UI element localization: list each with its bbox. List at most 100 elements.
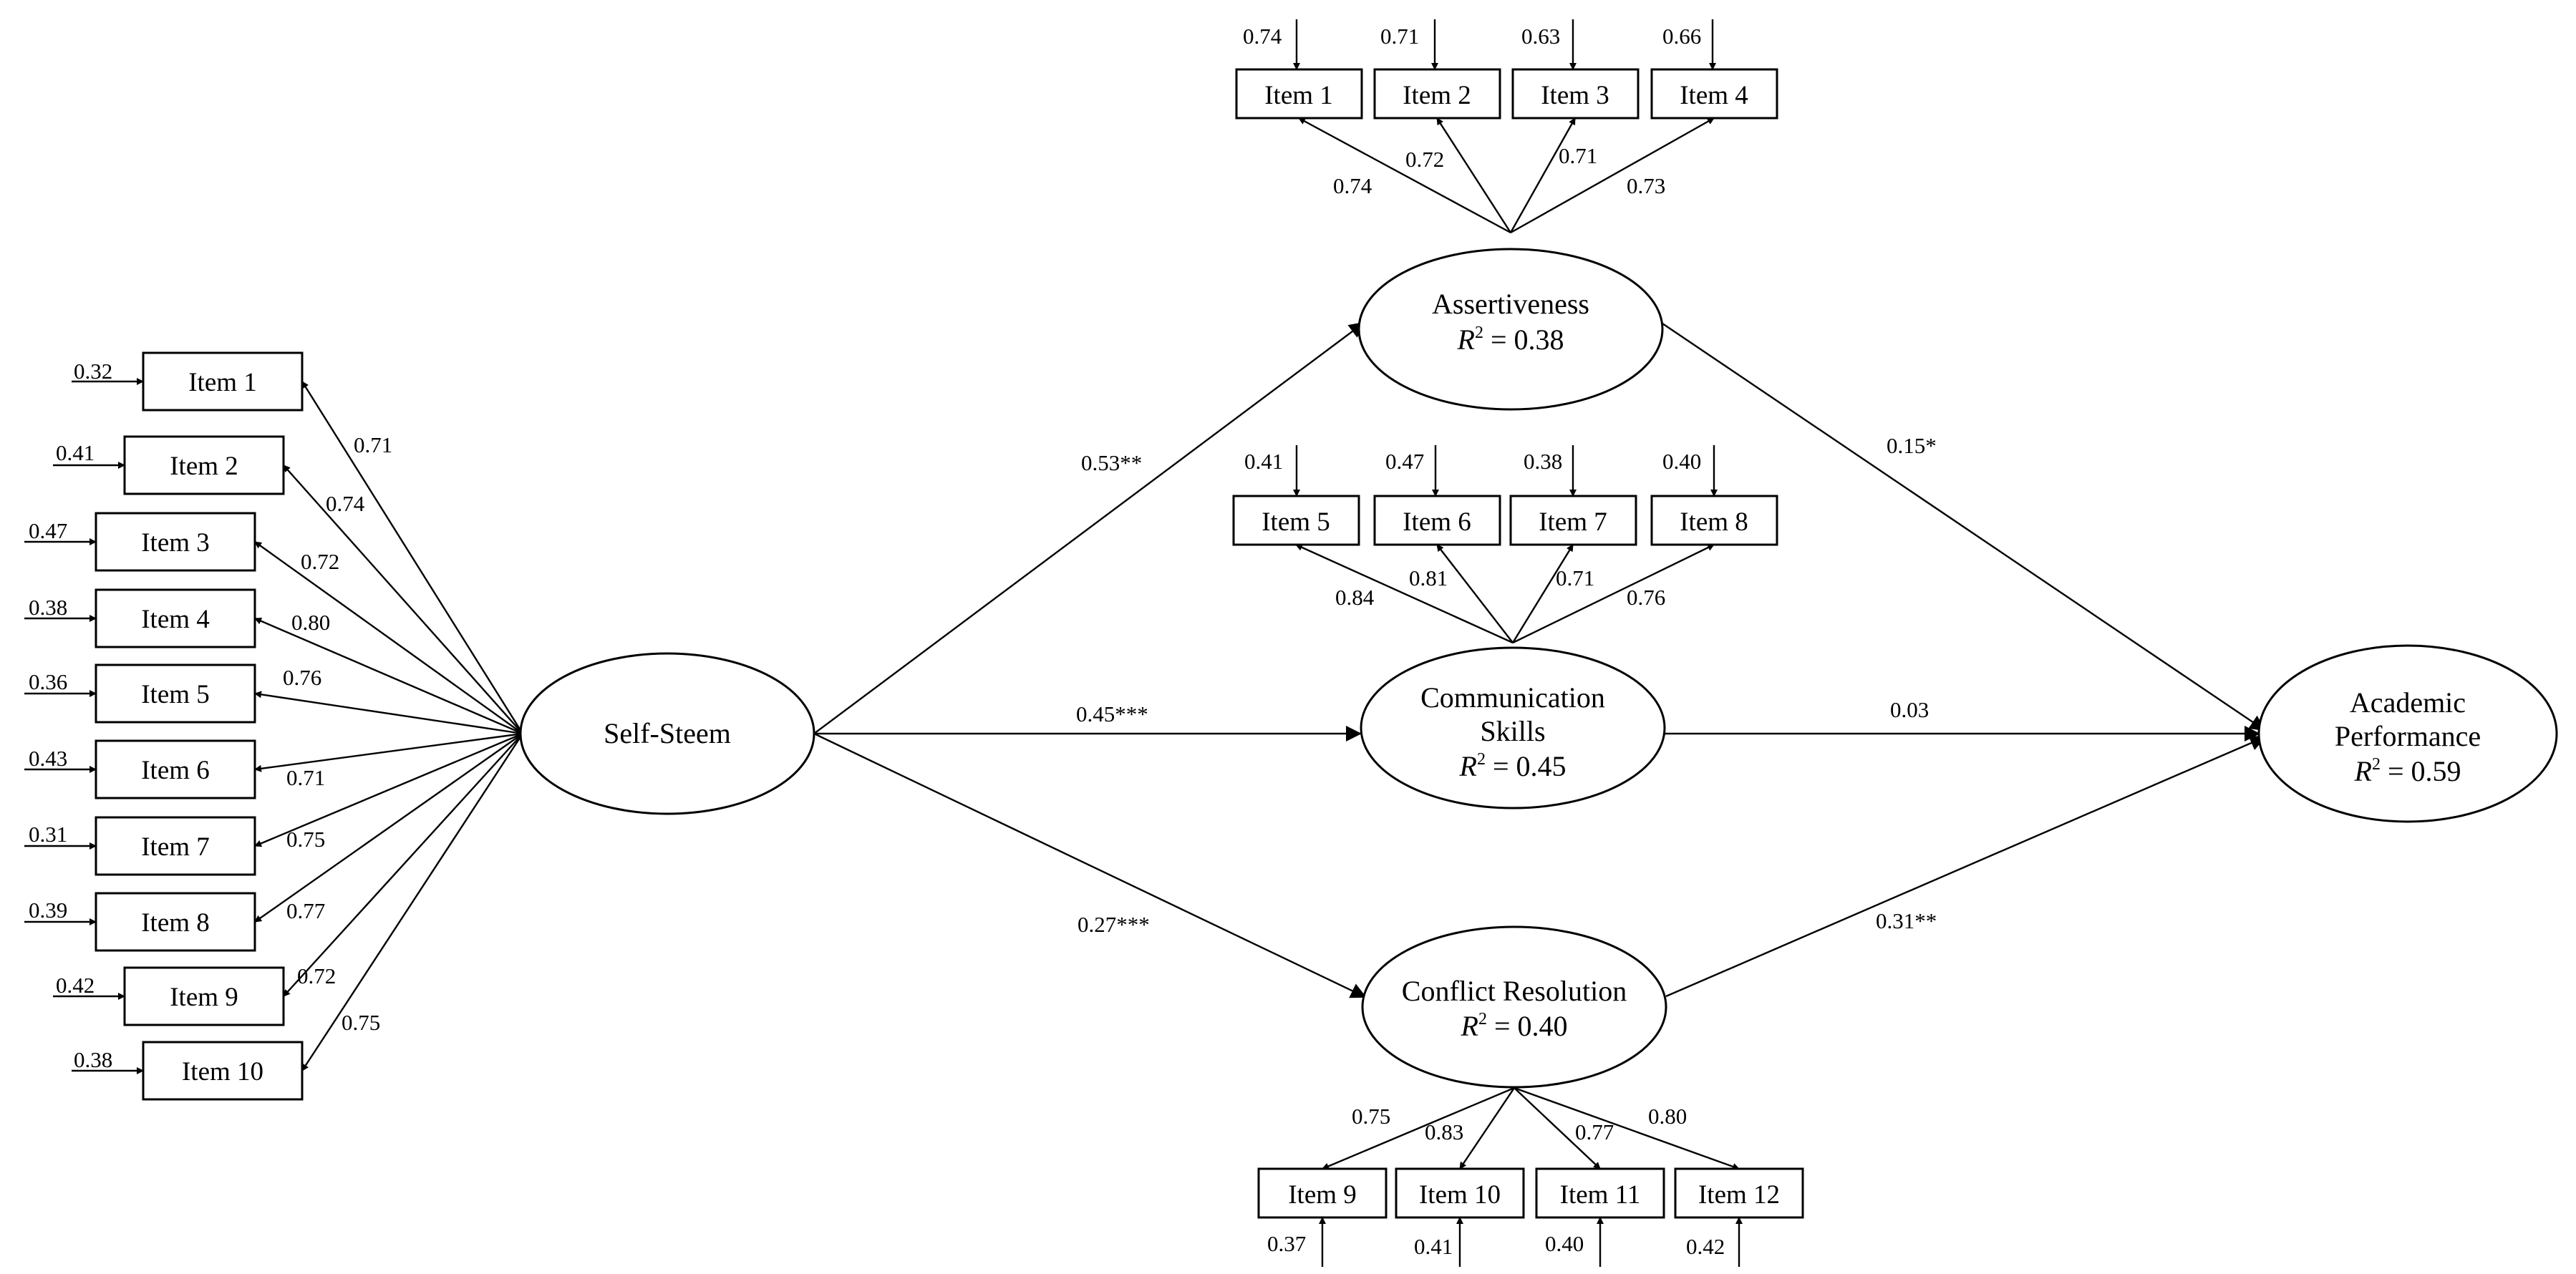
loading-arrow xyxy=(1514,1087,1601,1170)
item-label: Item 9 xyxy=(1288,1180,1357,1210)
item-box xyxy=(1235,68,1363,120)
loading-arrow xyxy=(301,733,524,1071)
academic-label-line1: Academic xyxy=(2350,686,2466,719)
error-variance: 0.32 xyxy=(74,359,112,384)
error-variance: 0.74 xyxy=(1243,24,1282,49)
loading-arrow xyxy=(283,733,523,997)
item-box xyxy=(1373,495,1501,546)
path-se-assertiveness: 0.53** xyxy=(1081,450,1142,475)
error-variance: 0.42 xyxy=(56,973,95,998)
error-variance: 0.37 xyxy=(1267,1231,1306,1256)
loading-arrow xyxy=(1510,117,1715,234)
communication-label-line2: Skills xyxy=(1480,715,1545,747)
error-variance: 0.39 xyxy=(29,898,67,923)
factor-loading: 0.77 xyxy=(286,898,325,923)
conflict-oval xyxy=(1361,925,1667,1089)
factor-loading: 0.80 xyxy=(291,610,330,635)
item-label: Item 8 xyxy=(1680,507,1748,537)
item-label: Item 5 xyxy=(1262,507,1330,537)
loading-arrow xyxy=(1322,1086,1515,1170)
path-se-communication: 0.45*** xyxy=(1076,701,1148,726)
loading-arrow xyxy=(283,465,523,734)
item-label: Item 6 xyxy=(141,756,210,785)
error-variance: 0.71 xyxy=(1380,24,1419,49)
loading-arrow xyxy=(254,691,523,735)
loading-arrow xyxy=(1514,1086,1740,1170)
factor-loading: 0.76 xyxy=(1627,585,1665,610)
communication-label-line1: Communication xyxy=(1420,681,1605,714)
item-label: Item 6 xyxy=(1403,507,1471,537)
item-box xyxy=(95,512,256,572)
item-box xyxy=(123,966,285,1026)
assertiveness-oval xyxy=(1357,248,1664,411)
item-label: Item 5 xyxy=(141,680,210,709)
edges-layer xyxy=(24,19,2266,1267)
loading-arrow xyxy=(254,541,523,734)
item-box xyxy=(1257,1167,1388,1219)
error-variance: 0.41 xyxy=(1414,1234,1453,1259)
item-box xyxy=(1395,1167,1525,1219)
loading-arrow xyxy=(254,732,523,847)
academic-label-line2: Performance xyxy=(2335,720,2481,752)
assertiveness-r2: R2 = 0.38 xyxy=(1457,324,1564,356)
factor-loading: 0.72 xyxy=(301,549,339,574)
loading-arrow xyxy=(254,732,523,772)
item-label: Item 8 xyxy=(141,908,210,938)
factor-loading: 0.72 xyxy=(1405,147,1444,172)
item-box xyxy=(1509,495,1637,546)
conflict-r2: R2 = 0.40 xyxy=(1461,1010,1568,1042)
academic-r2: R2 = 0.59 xyxy=(2354,755,2461,787)
factor-loading: 0.75 xyxy=(342,1010,380,1035)
factor-loading: 0.77 xyxy=(1575,1119,1614,1144)
factor-loading: 0.75 xyxy=(286,827,325,852)
factor-loading: 0.76 xyxy=(283,665,321,690)
structural-path-arrow xyxy=(813,321,1365,734)
assertiveness-items: Item 1 0.74 0.74 Item 2 0.71 0.72 Item 3… xyxy=(1235,24,1778,198)
item-label: Item 10 xyxy=(1419,1180,1501,1210)
loading-arrow xyxy=(1435,117,1512,233)
error-variance: 0.36 xyxy=(29,669,67,694)
item-label: Item 7 xyxy=(1539,507,1607,537)
item-box xyxy=(95,588,256,648)
item-box xyxy=(142,1041,304,1101)
item-label: Item 1 xyxy=(1264,81,1333,110)
item-box xyxy=(1373,68,1501,120)
conflict-label: Conflict Resolution xyxy=(1402,975,1627,1007)
item-label: Item 2 xyxy=(1403,81,1471,110)
item-label: Item 2 xyxy=(170,452,238,481)
loading-arrow xyxy=(1436,544,1514,643)
loading-arrow xyxy=(1298,117,1511,234)
factor-loading: 0.71 xyxy=(354,432,392,457)
factor-loading: 0.72 xyxy=(297,963,336,988)
item-box xyxy=(142,351,304,412)
item-box xyxy=(95,663,256,724)
self-esteem-label: Self-Steem xyxy=(604,717,731,749)
item-label: Item 11 xyxy=(1560,1180,1641,1210)
loading-arrow xyxy=(301,381,524,734)
path-communication-academic: 0.03 xyxy=(1890,697,1929,722)
factor-loading: 0.81 xyxy=(1409,565,1448,590)
communication-r2: R2 = 0.45 xyxy=(1459,750,1567,782)
error-variance: 0.47 xyxy=(29,518,67,543)
factor-loading: 0.80 xyxy=(1648,1104,1687,1129)
item-label: Item 3 xyxy=(141,528,210,558)
error-variance: 0.38 xyxy=(74,1047,112,1072)
factor-loading: 0.71 xyxy=(1556,565,1594,590)
item-box xyxy=(95,816,256,876)
loading-arrow xyxy=(254,617,523,735)
communication-oval xyxy=(1360,646,1666,809)
path-se-conflict: 0.27*** xyxy=(1078,912,1150,937)
factor-loading: 0.84 xyxy=(1335,585,1375,610)
item-box xyxy=(1674,1167,1804,1219)
loading-arrow xyxy=(1509,117,1577,233)
conflict-items: Item 9 0.37 0.75 Item 10 0.41 0.83 Item … xyxy=(1257,1104,1804,1259)
item-label: Item 9 xyxy=(170,983,238,1012)
item-label: Item 1 xyxy=(188,368,257,397)
error-variance: 0.38 xyxy=(29,595,67,620)
path-conflict-academic: 0.31** xyxy=(1876,908,1937,933)
structural-path-arrow xyxy=(813,732,1367,998)
error-variance: 0.40 xyxy=(1662,449,1701,474)
error-variance: 0.31 xyxy=(29,822,67,847)
factor-loading: 0.74 xyxy=(1333,173,1372,198)
